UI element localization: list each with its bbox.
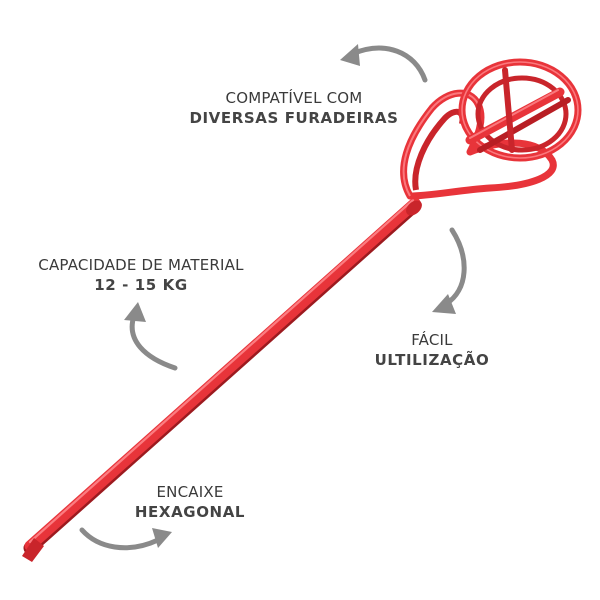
- callout-capacity-line2: 12 - 15 KG: [94, 276, 188, 295]
- callout-compatible-line1: COMPATÍVEL COM: [225, 89, 363, 107]
- callout-fitting-line1: ENCAIXE: [156, 483, 224, 501]
- callout-compatible-line2: DIVERSAS FURADEIRAS: [189, 109, 399, 128]
- curved-arrow-icon: [340, 44, 428, 83]
- curved-arrow-icon: [79, 527, 172, 551]
- callout-fitting-line2: HEXAGONAL: [134, 503, 246, 522]
- callout-ease-line1: FÁCIL: [411, 331, 453, 349]
- callout-ease-line2: ULTILIZAÇÃO: [374, 351, 490, 370]
- callout-compatible: COMPATÍVEL COM DIVERSAS FURADEIRAS: [168, 88, 420, 129]
- paint-mixer-product: [22, 58, 582, 562]
- callout-ease: FÁCIL ULTILIZAÇÃO: [352, 330, 512, 371]
- callout-capacity: CAPACIDADE DE MATERIAL 12 - 15 KG: [12, 255, 270, 296]
- curved-arrow-icon: [124, 302, 178, 371]
- curved-arrow-icon: [432, 227, 467, 314]
- callout-capacity-line1: CAPACIDADE DE MATERIAL: [38, 256, 244, 274]
- callout-fitting: ENCAIXE HEXAGONAL: [110, 482, 270, 523]
